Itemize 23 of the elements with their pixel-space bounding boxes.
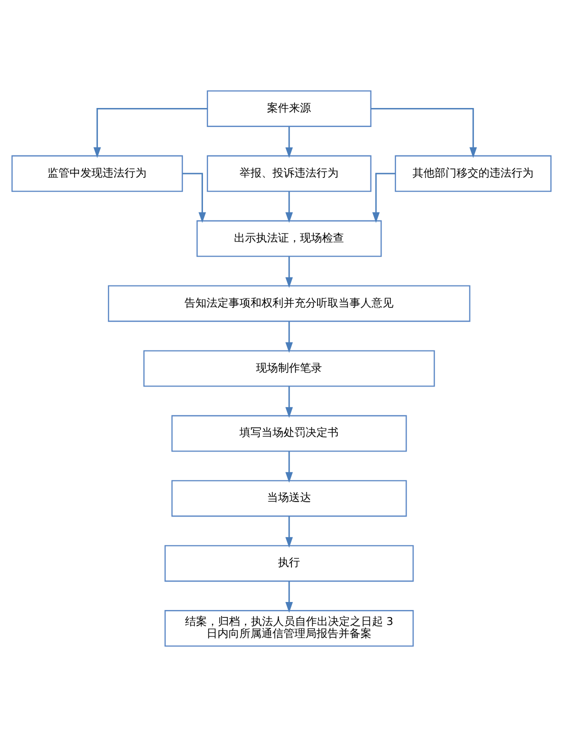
arrow bbox=[93, 107, 208, 158]
node-box: 举报、投诉违法行为 bbox=[206, 154, 372, 192]
arrow bbox=[285, 256, 293, 288]
node-box: 现场制作笔录 bbox=[143, 350, 435, 386]
arrow bbox=[285, 126, 293, 158]
arrow bbox=[370, 107, 477, 158]
arrow bbox=[285, 450, 293, 482]
arrow bbox=[285, 580, 293, 612]
node-box: 出示执法证，现场检查 bbox=[196, 220, 382, 256]
arrow bbox=[372, 172, 396, 222]
node-box: 执行 bbox=[164, 544, 414, 582]
arrow bbox=[285, 516, 293, 548]
node-box: 当场送达 bbox=[171, 480, 407, 516]
node-box: 案件来源 bbox=[206, 90, 372, 126]
arrow bbox=[285, 386, 293, 418]
node-box: 告知法定事项和权利并充分听取当事人意见 bbox=[108, 284, 470, 322]
node-box: 结案，归档，执法人员自作出决定之日起 3日内向所属通信管理局报告并备案 bbox=[164, 610, 414, 646]
node-box: 其他部门移交的违法行为 bbox=[394, 154, 552, 192]
arrow bbox=[182, 172, 206, 222]
arrow bbox=[285, 190, 293, 222]
arrow bbox=[285, 320, 293, 352]
node-box: 填写当场处罚决定书 bbox=[171, 414, 407, 452]
node-box: 监管中发现违法行为 bbox=[11, 154, 183, 192]
